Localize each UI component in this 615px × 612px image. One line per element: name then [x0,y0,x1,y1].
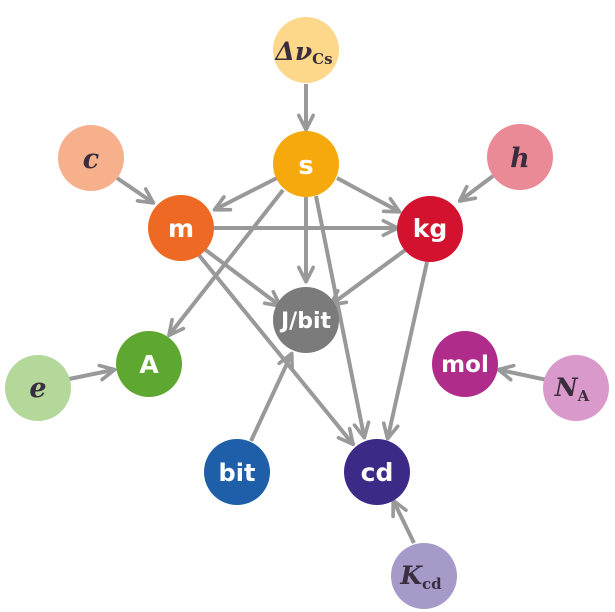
unit-m-circle [148,195,214,261]
unit-bit-label: bit [219,459,256,487]
unit-kg-circle [397,196,463,262]
constant-delta-nu-cs: ΔνCs [273,17,339,83]
constant-delta-nu-cs-circle [273,17,339,83]
edge-s-to-cd [314,195,371,440]
edge-m-to-jbit [201,246,283,308]
unit-mol: mol [432,331,498,397]
constant-n-a-circle [543,355,609,421]
edges [68,84,548,544]
constant-c-label: c [83,144,99,175]
edge-bit-to-jbit [249,351,295,442]
unit-cd-label: cd [361,458,394,487]
constant-h-label: h [510,143,530,174]
constant-k-cd-label: Kcd [399,561,442,593]
constant-n-a-label: NA [554,373,590,405]
unit-s: s [273,131,339,197]
constant-e-label: e [29,373,46,404]
constant-k-cd: Kcd [391,543,457,609]
unit-A-circle [116,331,182,397]
edge-NA-to-mol [496,363,548,382]
edge-Kcd-to-cd [391,498,416,544]
unit-j-per-bit-label: J/bit [279,309,332,334]
constant-e: e [5,355,71,421]
edge-kg-to-jbit [328,246,410,307]
edge-kg-to-cd [381,261,429,441]
unit-kg-label: kg [413,214,448,243]
constant-k-cd-circle [391,543,457,609]
edge-s-to-kg [336,176,402,214]
unit-s-circle [273,131,339,197]
constant-delta-nu-cs-label: ΔνCs [273,37,332,68]
unit-cd: cd [344,439,410,505]
constant-e-circle [5,355,71,421]
constant-h: h [487,124,553,190]
unit-cd-circle [344,439,410,505]
unit-A-label: A [139,350,159,379]
constants: ΔνCs c h e NA Kcd [5,17,609,609]
unit-bit: bit [204,439,270,505]
edge-m-to-cd [196,252,355,447]
unit-mol-circle [432,331,498,397]
edge-s-to-A [167,188,285,338]
unit-kg: kg [397,196,463,262]
unit-j-per-bit-circle [273,287,339,353]
unit-s-label: s [298,151,313,181]
unit-m-label: m [168,214,194,243]
edge-s-to-m [212,176,278,212]
unit-mol-label: mol [441,352,489,378]
unit-j-per-bit: J/bit [273,287,339,353]
unit-A: A [116,331,182,397]
constant-h-circle [487,124,553,190]
constant-c-circle [58,125,124,191]
edge-c-to-m [115,176,156,205]
edge-h-to-kg [457,174,495,203]
constant-c: c [58,125,124,191]
edge-e-to-A [68,363,117,382]
units: s m kg J/bit A mol bit cd [116,131,498,505]
unit-bit-circle [204,439,270,505]
unit-m: m [148,195,214,261]
constant-n-a: NA [543,355,609,421]
